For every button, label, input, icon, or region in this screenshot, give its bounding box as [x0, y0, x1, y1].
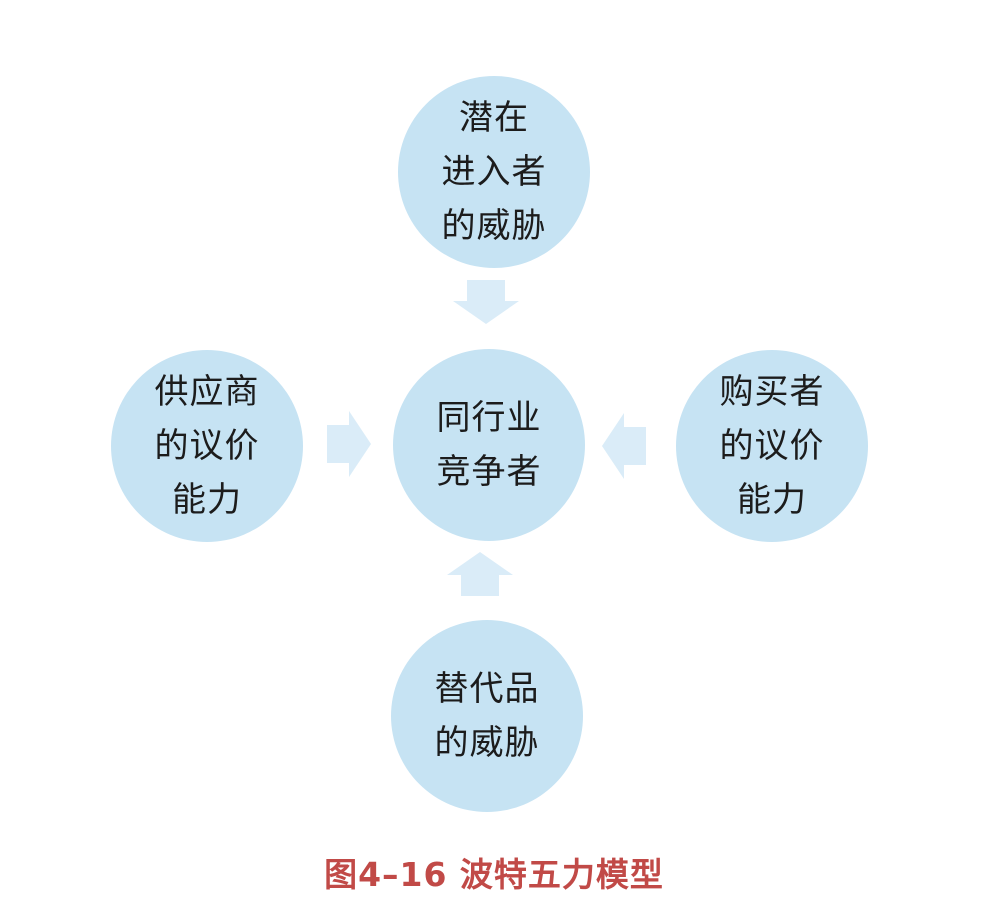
right-arrow-icon: [327, 411, 371, 477]
figure-caption: 图4–16 波特五力模型: [324, 855, 664, 894]
node-supplier-bargaining-power: 供应商 的议价 能力: [111, 350, 303, 542]
node-supplier-bargaining-power-label: 供应商 的议价 能力: [154, 372, 260, 520]
up-arrow-icon: [447, 552, 513, 596]
node-substitute-threat-label: 替代品 的威胁: [434, 669, 540, 763]
down-arrow-icon: [453, 280, 519, 324]
node-buyer-bargaining-power-label: 购买者 的议价 能力: [719, 372, 825, 520]
left-arrow-icon: [602, 413, 646, 479]
node-buyer-bargaining-power: 购买者 的议价 能力: [676, 350, 868, 542]
node-industry-competitors: 同行业 竞争者: [393, 349, 585, 541]
node-industry-competitors-label: 同行业 竞争者: [436, 398, 542, 492]
node-substitute-threat: 替代品 的威胁: [391, 620, 583, 812]
node-potential-entrants-label: 潜在 进入者 的威胁: [441, 98, 547, 246]
node-potential-entrants: 潜在 进入者 的威胁: [398, 76, 590, 268]
